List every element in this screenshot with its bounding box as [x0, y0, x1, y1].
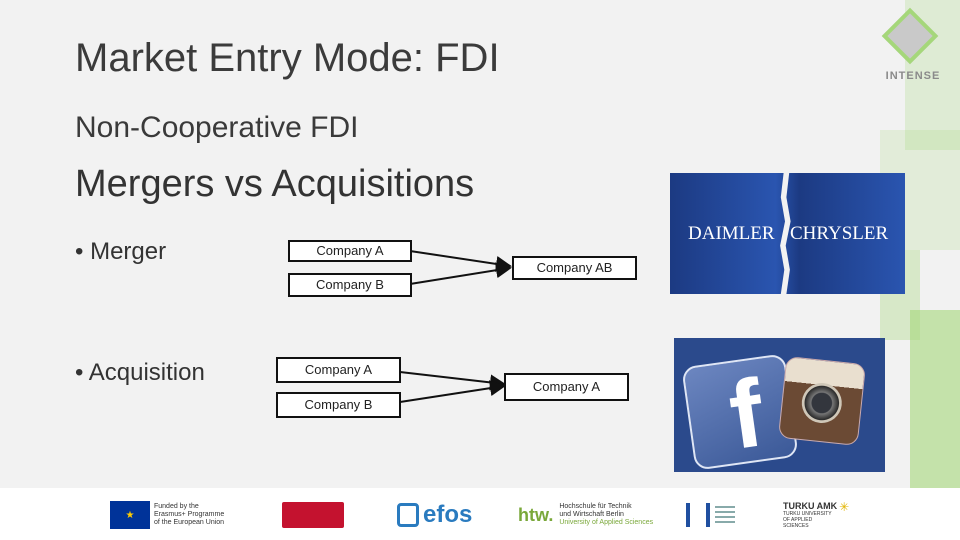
university-logo	[686, 500, 735, 530]
facebook-letter: f	[723, 359, 770, 470]
daimlerchrysler-image: DAIMLER CHRYSLER	[670, 173, 905, 294]
slide-title: Market Entry Mode: FDI	[75, 36, 500, 80]
merger-company-b-box: Company B	[288, 273, 412, 297]
acquisition-bullet: • Acquisition	[75, 359, 205, 386]
merger-company-a-box: Company A	[288, 240, 412, 262]
htw-text: htw.	[518, 504, 554, 525]
efos-text: efos	[423, 501, 473, 528]
merger-arrow-a	[409, 250, 512, 272]
turku-sub: TURKU UNIVERSITY OF APPLIED SCIENCES	[783, 511, 832, 529]
university-lines	[715, 506, 735, 524]
htw-line: Hochschule für Technik	[559, 503, 632, 510]
htw-logo: htw. Hochschule für Technik und Wirtscha…	[518, 500, 653, 530]
slide-subtitle: Non-Cooperative FDI	[75, 111, 359, 144]
acquisition-result-box: Company A	[504, 373, 629, 401]
section-heading: Mergers vs Acquisitions	[75, 163, 475, 205]
erasmus-line: of the European Union	[154, 519, 225, 526]
acquisition-arrow-a	[399, 371, 506, 391]
instagram-lens	[799, 381, 844, 425]
turku-logo: TURKU AMK TURKU UNIVERSITY OF APPLIED SC…	[783, 500, 849, 530]
efos-logo: efos	[397, 500, 472, 530]
turku-text: TURKU AMK	[783, 501, 838, 511]
erasmus-text: Funded by the Erasmus+ Programme of the …	[154, 503, 224, 527]
decor-shape	[910, 310, 960, 490]
acquisition-company-b-box: Company B	[276, 392, 401, 418]
torn-gap	[780, 173, 791, 294]
uc-logo-mark	[282, 502, 344, 528]
chrysler-text: CHRYSLER	[790, 223, 889, 244]
erasmus-line: Erasmus+ Programme	[154, 511, 225, 518]
erasmus-logo: ★ Funded by the Erasmus+ Programme of th…	[110, 500, 224, 530]
htw-line: und Wirtschaft Berlin	[559, 511, 624, 518]
intense-logo: INTENSE	[880, 7, 946, 86]
erasmus-line: Funded by the	[154, 503, 199, 510]
turku-star-icon: ✳	[839, 500, 850, 514]
merger-result-box: Company AB	[512, 256, 637, 280]
htw-sub: University of Applied Sciences	[559, 519, 654, 526]
acquisition-arrow-b	[399, 380, 506, 403]
acquisition-company-a-box: Company A	[276, 357, 401, 383]
merger-bullet: • Merger	[75, 238, 167, 265]
footer-logos-bar	[0, 488, 960, 540]
facebook-instagram-image: f	[674, 338, 885, 472]
efos-icon	[397, 503, 419, 527]
uc-logo	[282, 500, 344, 530]
university-mark	[686, 503, 710, 527]
daimler-text: DAIMLER	[688, 223, 775, 244]
intense-logo-text: INTENSE	[885, 70, 941, 82]
merger-arrow-b	[409, 262, 512, 285]
eu-flag-icon: ★	[110, 501, 150, 529]
htw-details: Hochschule für Technik und Wirtschaft Be…	[559, 503, 653, 527]
instagram-icon	[777, 356, 867, 446]
